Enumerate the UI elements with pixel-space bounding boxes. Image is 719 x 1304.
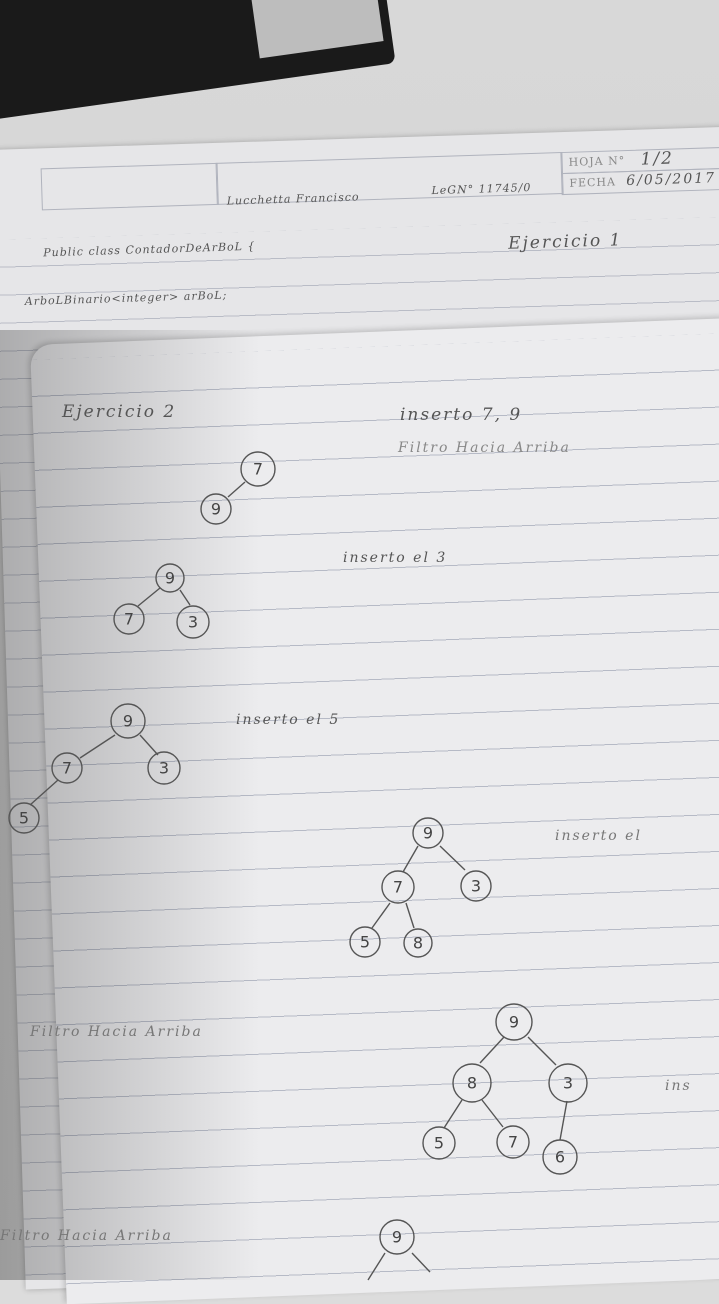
- tree-node-label: 9: [123, 712, 133, 731]
- tree-node: [548, 1063, 588, 1103]
- tree-node: [496, 1125, 530, 1159]
- tree-node: [349, 926, 381, 958]
- tree-6: 9: [367, 1219, 431, 1281]
- note-filtro-1: Filtro Hacia Arriba: [398, 440, 571, 456]
- tree-node: [176, 605, 210, 639]
- tree-node-label: 9: [392, 1228, 402, 1247]
- tree-node: [8, 802, 40, 834]
- tree-node-label: 5: [360, 933, 370, 952]
- tree-node-label: 7: [124, 610, 134, 629]
- tree-node-label: 3: [471, 877, 481, 896]
- tree-5: 9 8 3 5 7 6: [422, 1003, 588, 1175]
- tree-node: [381, 870, 415, 904]
- tree-node-label: 9: [509, 1013, 519, 1032]
- tree-node: [422, 1126, 456, 1160]
- note-filtro-2: Filtro Hacia Arriba: [30, 1024, 203, 1040]
- tree-node-label: 5: [434, 1134, 444, 1153]
- tree-node: [412, 817, 444, 849]
- tree-node-label: 8: [467, 1074, 477, 1093]
- tree-node: [452, 1063, 492, 1103]
- tree-node-label: 7: [393, 878, 403, 897]
- tree-node-label: 6: [555, 1148, 565, 1167]
- tree-node-label: 3: [188, 613, 198, 632]
- tree-node: [113, 603, 145, 635]
- tree-node-label: 9: [165, 569, 175, 588]
- tree-node-label: 7: [253, 460, 263, 479]
- tree-node-label: 9: [423, 824, 433, 843]
- tree-node-label: 7: [508, 1133, 518, 1152]
- tree-node: [200, 493, 232, 525]
- tree-node-label: 8: [413, 934, 423, 953]
- tree-node: [542, 1139, 578, 1175]
- ejercicio-2-title: Ejercicio 2: [62, 402, 177, 422]
- note-inserto-7-9: inserto 7, 9: [400, 405, 523, 425]
- tree-node-label: 7: [62, 759, 72, 778]
- note-inserto-8: inserto el: [555, 828, 642, 844]
- tree-node: [495, 1003, 533, 1041]
- tree-node: [147, 751, 181, 785]
- tree-node: [379, 1219, 415, 1255]
- tree-node: [240, 451, 276, 487]
- tree-4: 9 7 3 5 8: [349, 817, 492, 958]
- note-inserto-3: inserto el 3: [343, 550, 448, 566]
- tree-3: 9 7 3 5: [8, 703, 181, 834]
- tree-node: [51, 752, 83, 784]
- tree-node-label: 9: [211, 500, 221, 519]
- note-inserto-5: inserto el 5: [236, 712, 341, 728]
- tree-node-label: 3: [159, 759, 169, 778]
- tree-node: [110, 703, 146, 739]
- tree-node-label: 3: [563, 1074, 573, 1093]
- tree-1: 7 9: [200, 451, 276, 525]
- tree-node-label: 5: [19, 809, 29, 828]
- note-filtro-3: Filtro Hacia Arriba: [0, 1228, 173, 1244]
- tree-2: 9 7 3: [113, 563, 210, 639]
- tree-node: [460, 870, 492, 902]
- tree-node: [155, 563, 185, 593]
- note-inserto-6: ins: [665, 1078, 692, 1094]
- tree-node: [403, 928, 433, 958]
